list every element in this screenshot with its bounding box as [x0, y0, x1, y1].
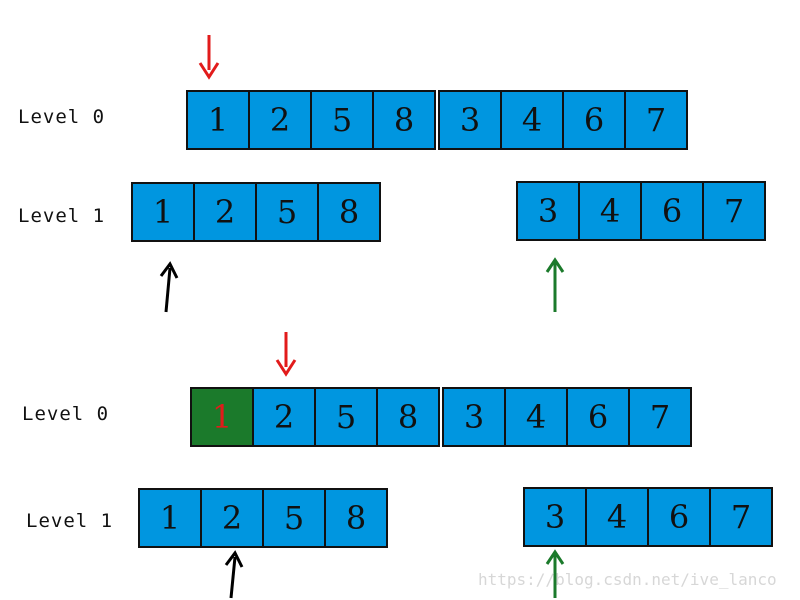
level1-left-array-panel1: 1 2 5 8: [131, 182, 381, 242]
array-cell: 7: [709, 487, 773, 547]
array-cell: 7: [702, 181, 766, 241]
array-cell: 3: [442, 387, 506, 447]
array-cell: 1: [138, 488, 202, 548]
level0-label-panel1: Level 0: [18, 106, 106, 128]
array-cell: 2: [200, 488, 264, 548]
array-cell: 3: [523, 487, 587, 547]
level0-array-panel2: 1 2 5 8 3 4 6 7: [190, 387, 692, 447]
array-cell: 5: [310, 90, 374, 150]
red-down-arrow-icon: [198, 35, 220, 80]
red-down-arrow-icon: [275, 332, 297, 377]
array-cell: 2: [193, 182, 257, 242]
array-cell: 5: [314, 387, 378, 447]
array-cell: 2: [252, 387, 316, 447]
level0-label-panel2: Level 0: [22, 403, 110, 425]
array-cell: 4: [578, 181, 642, 241]
array-cell: 3: [438, 90, 502, 150]
level1-right-array-panel1: 3 4 6 7: [516, 181, 766, 241]
level1-label-panel1: Level 1: [18, 205, 106, 227]
level0-array-panel1: 1 2 5 8 3 4 6 7: [186, 90, 688, 150]
array-cell: 8: [372, 90, 436, 150]
level1-right-array-panel2: 3 4 6 7: [523, 487, 773, 547]
green-up-arrow-icon: [545, 257, 565, 312]
array-cell: 7: [624, 90, 688, 150]
watermark-text: https://blog.csdn.net/ive_lanco: [478, 570, 777, 589]
array-cell: 6: [640, 181, 704, 241]
array-cell: 3: [516, 181, 580, 241]
array-cell: 8: [324, 488, 388, 548]
black-up-arrow-icon: [224, 550, 244, 599]
array-cell: 8: [376, 387, 440, 447]
level1-left-array-panel2: 1 2 5 8: [138, 488, 388, 548]
array-cell: 4: [500, 90, 564, 150]
array-cell: 4: [585, 487, 649, 547]
black-up-arrow-icon: [159, 261, 179, 313]
green-up-arrow-icon: [545, 549, 565, 598]
level1-label-panel2: Level 1: [26, 510, 114, 532]
array-cell: 5: [255, 182, 319, 242]
array-cell: 1: [131, 182, 195, 242]
array-cell: 8: [317, 182, 381, 242]
array-cell: 5: [262, 488, 326, 548]
array-cell: 7: [628, 387, 692, 447]
